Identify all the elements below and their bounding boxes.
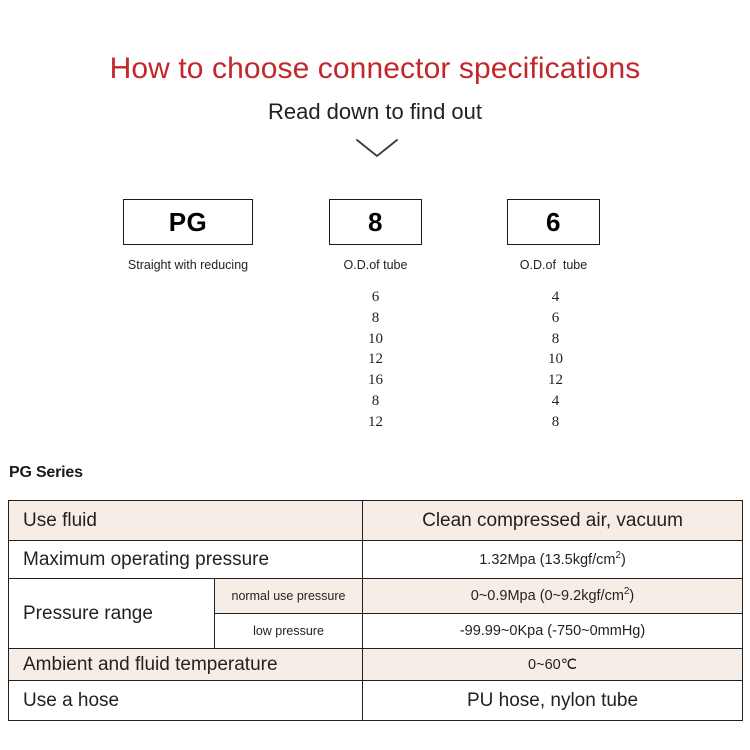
spec-table: Use fluid Clean compressed air, vacuum M… (7, 500, 744, 721)
code-box-od-2[interactable]: 6 (507, 199, 600, 245)
option-value[interactable]: 4 (551, 392, 560, 409)
spec-value-use-a-hose: PU hose, nylon tube (362, 680, 744, 721)
code-box-label-od-1: O.D.of tube (343, 258, 408, 272)
option-value[interactable]: 4 (551, 289, 560, 305)
spec-table-heading: PG Series (9, 464, 83, 481)
option-value[interactable]: 16 (368, 372, 383, 389)
code-box-label-od-2: O.D.of tube (519, 258, 588, 272)
spec-value-tail: ) (629, 588, 635, 604)
option-value[interactable]: 12 (368, 351, 383, 368)
spec-value-use-fluid: Clean compressed air, vacuum (362, 500, 744, 541)
option-value[interactable]: 8 (371, 392, 380, 409)
spec-value-superscript: 2 (615, 549, 621, 561)
page-title: How to choose connector specifications (109, 52, 641, 85)
spec-value-text: 0~0.9Mpa (0~9.2kgf/cm (470, 588, 624, 604)
option-value[interactable]: 10 (368, 330, 383, 347)
option-value[interactable]: 8 (371, 309, 380, 326)
option-value[interactable]: 8 (551, 413, 560, 430)
option-value[interactable]: 8 (551, 330, 560, 347)
option-column-od-1: 6 8 10 12 16 8 12 (329, 287, 422, 433)
option-value[interactable]: 12 (368, 413, 383, 430)
code-box-series[interactable]: PG (123, 199, 253, 245)
table-row: Maximum operating pressure 1.32Mpa (13.5… (7, 540, 744, 579)
spec-value-max-pressure: 1.32Mpa (13.5kgf/cm2) (362, 540, 744, 579)
spec-value-normal-use-pressure: 0~0.9Mpa (0~9.2kgf/cm2) (362, 578, 744, 614)
chevron-down-icon (355, 136, 399, 162)
spec-value-ambient-temperature: 0~60℃ (362, 648, 744, 681)
spec-label-use-a-hose: Use a hose (7, 680, 364, 721)
spec-label-max-pressure: Maximum operating pressure (7, 540, 364, 579)
spec-value-tail: ) (620, 551, 626, 568)
spec-label-use-fluid: Use fluid (7, 500, 364, 541)
spec-label-ambient-temperature: Ambient and fluid temperature (7, 648, 364, 681)
option-value[interactable]: 6 (371, 289, 380, 305)
table-row: Pressure range normal use pressure 0~0.9… (8, 578, 744, 649)
option-value[interactable]: 12 (548, 372, 563, 389)
option-column-od-2: 4 6 8 10 12 4 8 (509, 287, 602, 433)
table-row: Ambient and fluid temperature 0~60℃ (7, 648, 744, 681)
spec-value-superscript: 2 (623, 586, 630, 598)
option-value[interactable]: 6 (551, 309, 560, 326)
code-box-label-series: Straight with reducing (127, 258, 249, 272)
spec-sublabel-low-pressure: low pressure (213, 613, 364, 649)
spec-sublabel-normal-use-pressure: normal use pressure (213, 578, 364, 614)
table-row: Use a hose PU hose, nylon tube (7, 680, 744, 721)
table-row: Use fluid Clean compressed air, vacuum (7, 500, 744, 541)
option-value[interactable]: 10 (548, 351, 563, 368)
page-subtitle: Read down to find out (267, 99, 483, 124)
spec-label-pressure-range: Pressure range (8, 578, 215, 649)
code-box-od-1[interactable]: 8 (329, 199, 422, 245)
spec-value-text: 1.32Mpa (13.5kgf/cm (479, 551, 616, 568)
spec-value-low-pressure: -99.99~0Kpa (-750~0mmHg) (362, 613, 744, 649)
